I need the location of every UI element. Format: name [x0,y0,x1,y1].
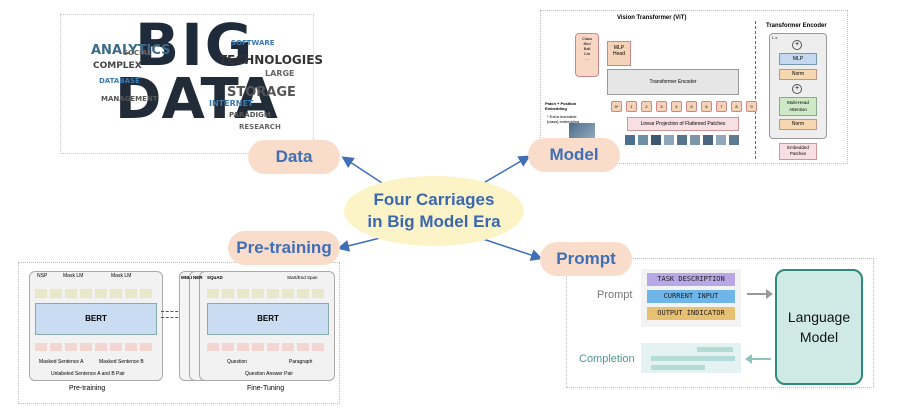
wordcloud-word: SOFTWARE [231,39,275,47]
ft-tab: MNLI [181,275,192,280]
token: 2 [641,101,652,112]
image-patches [625,135,739,145]
encoder-norm: Norm [779,69,817,80]
add-icon: + [792,84,802,94]
class-box: Class Bird Ball Car ... [575,33,599,77]
bert-output-row [35,289,155,298]
token-row: 0* 1 2 3 4 5 6 7 8 9 [611,101,757,112]
token: 7 [716,101,727,112]
token: 5 [686,101,697,112]
center-line-1: Four Carriages [373,190,495,209]
sentence-pair-label: Unlabeled Sentence A and B Pair [51,371,125,377]
wordcloud-word: TECHNOLOGIES [219,53,324,67]
arrow-left-icon-head [745,354,752,364]
pretraining-caption: Pre-training [69,385,106,392]
nsp-label: NSP [37,273,48,279]
masked-sentence-a: Masked Sentence A [39,359,84,365]
patch-embedding-label: Patch + Position Embedding [545,101,577,111]
wordcloud-word: INTERNET [209,99,254,108]
output-indicator-chip: OUTPUT INDICATOR [647,307,735,320]
encoder-lx: L x [772,35,778,40]
arrow-left-icon [751,358,771,360]
ft-model-block: BERT [207,303,329,335]
branch-pretraining: Pre-training [228,231,340,265]
mask-lm-label: Mask LM [63,273,84,279]
branch-prompt: Prompt [540,242,632,276]
wordcloud-word: STORAGE [227,85,296,100]
bert-model-block: BERT [35,303,157,335]
qa-pair-label: Question Answer Pair [245,371,294,377]
wordcloud-word: MANAGEMENT [101,95,158,103]
completion-line [651,365,705,370]
wordcloud-word: RESEARCH [239,123,281,131]
question-label: Question [227,359,248,365]
add-icon: + [792,40,802,50]
arrow-right-icon [747,293,769,295]
mask-lm-label: Mask LM [111,273,132,279]
wordcloud-word: LARGE [265,69,295,78]
wordcloud-word: SOCIAL [123,49,152,57]
ft-output-row [207,289,327,298]
ft-tab: NER [193,275,203,280]
branch-data: Data [248,140,340,174]
language-model-box: Language Model [775,269,863,385]
data-panel: BIG DATA ANALYTICS TECHNOLOGIES STORAGE … [60,11,323,154]
wordcloud-data: DATA [115,67,278,132]
extra-embedding-label: * Extra learnable [class] embedding [547,114,580,124]
completion-line [697,347,733,352]
wordcloud-word: ANALYTICS [91,43,171,58]
encoder-mlp: MLP [779,53,817,65]
encoder-title: Transformer Encoder [766,23,827,29]
encoder-mha: Multi-Head Attention [779,97,817,116]
pretraining-panel: NSP Mask LM Mask LM BERT Masked Sentence… [18,262,340,404]
embedded-patches: Embedded Patches [779,143,817,160]
arrow-to-pretraining [337,237,381,252]
task-description-chip: TASK DESCRIPTION [647,273,735,286]
paragraph-label: Paragraph [289,359,313,365]
bert-input-row [35,343,155,351]
prompt-panel: Prompt TASK DESCRIPTION CURRENT INPUT OU… [566,258,874,388]
start-end-span: Start/End Span [287,275,318,280]
center-line-2: in Big Model Era [367,212,501,231]
current-input-chip: CURRENT INPUT [647,290,735,303]
linear-projection: Linear Projection of Flattened Patches [627,117,739,131]
token: 1 [626,101,637,112]
branch-model: Model [528,138,620,172]
arrow-to-model [479,155,531,186]
arrow-to-prompt [479,237,543,261]
prompt-label: Prompt [597,289,633,301]
encoder-norm: Norm [779,119,817,130]
vit-title: Vision Transformer (ViT) [617,15,687,21]
completion-line [651,356,735,361]
token: 0* [611,101,622,112]
transformer-encoder-block: Transformer Encoder [607,69,739,95]
masked-sentence-b: Masked Sentence B [99,359,144,365]
completion-label: Completion [579,353,635,365]
wordcloud-word: DATABASE [99,77,140,85]
token: 6 [701,101,712,112]
mlp-head: MLP Head [607,41,631,66]
token: 3 [656,101,667,112]
arrow-to-data [341,156,386,186]
wordcloud-big: BIG [135,11,255,79]
finetuning-caption: Fine-Tuning [247,385,285,392]
vit-divider [755,21,756,159]
token: 9 [746,101,757,112]
center-node: Four Carriages in Big Model Era [344,176,524,246]
wordcloud-word: COMPLEX [93,61,142,71]
ft-input-row [207,343,327,351]
ft-tab: SQuAD [207,275,223,280]
token: 8 [731,101,742,112]
wordcloud-word: PARADIGM [229,111,271,119]
token: 4 [671,101,682,112]
arrow-right-icon-head [766,289,773,299]
